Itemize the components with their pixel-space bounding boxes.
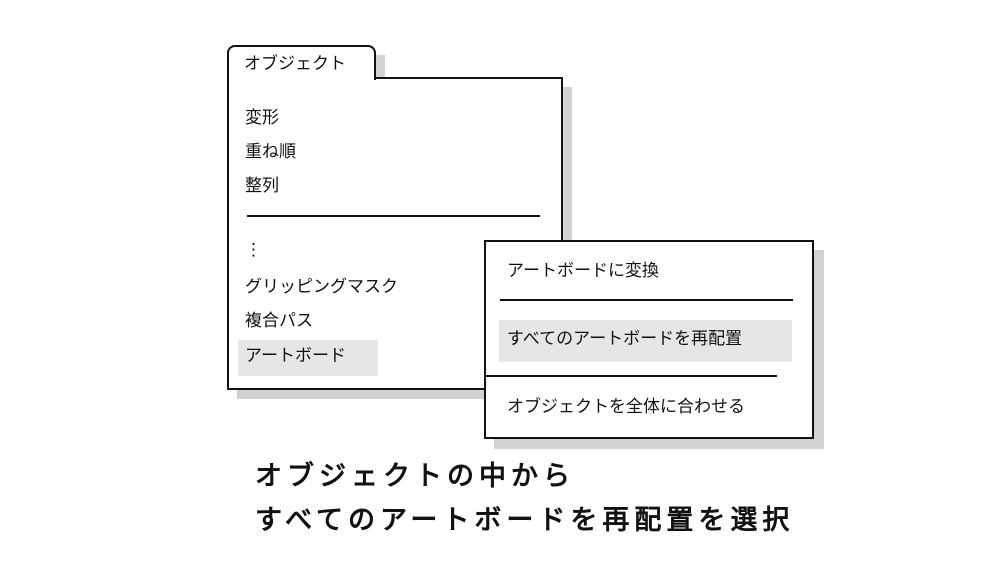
menu-ellipsis: ⋮	[245, 240, 262, 260]
submenu-divider	[500, 299, 793, 301]
caption-line-2: すべてのアートボードを再配置を選択	[255, 505, 795, 536]
submenu-item-fit-to-artwork[interactable]: オブジェクトを全体に合わせる	[507, 397, 745, 417]
menu-item-align[interactable]: 整列	[245, 176, 279, 196]
caption-line-1: オブジェクトの中から	[255, 461, 575, 492]
object-menu-tab-label: オブジェクト	[244, 54, 346, 74]
object-menu-tab[interactable]: オブジェクト	[227, 45, 376, 80]
menu-item-arrange[interactable]: 重ね順	[245, 142, 296, 162]
submenu-item-convert-to-artboards[interactable]: アートボードに変換	[507, 261, 659, 281]
submenu-item-rearrange-all-label: すべてのアートボードを再配置	[507, 329, 743, 349]
menu-item-transform[interactable]: 変形	[245, 108, 279, 128]
menu-item-artboard-label: アートボード	[245, 346, 346, 366]
menu-divider	[247, 215, 540, 217]
submenu-item-rearrange-all[interactable]: すべてのアートボードを再配置	[499, 320, 792, 362]
menu-item-compound-path[interactable]: 複合パス	[245, 311, 313, 331]
menu-item-clipping-mask[interactable]: グリッピングマスク	[245, 277, 398, 297]
menu-item-artboard[interactable]: アートボード	[238, 340, 378, 376]
submenu-divider	[484, 375, 777, 377]
